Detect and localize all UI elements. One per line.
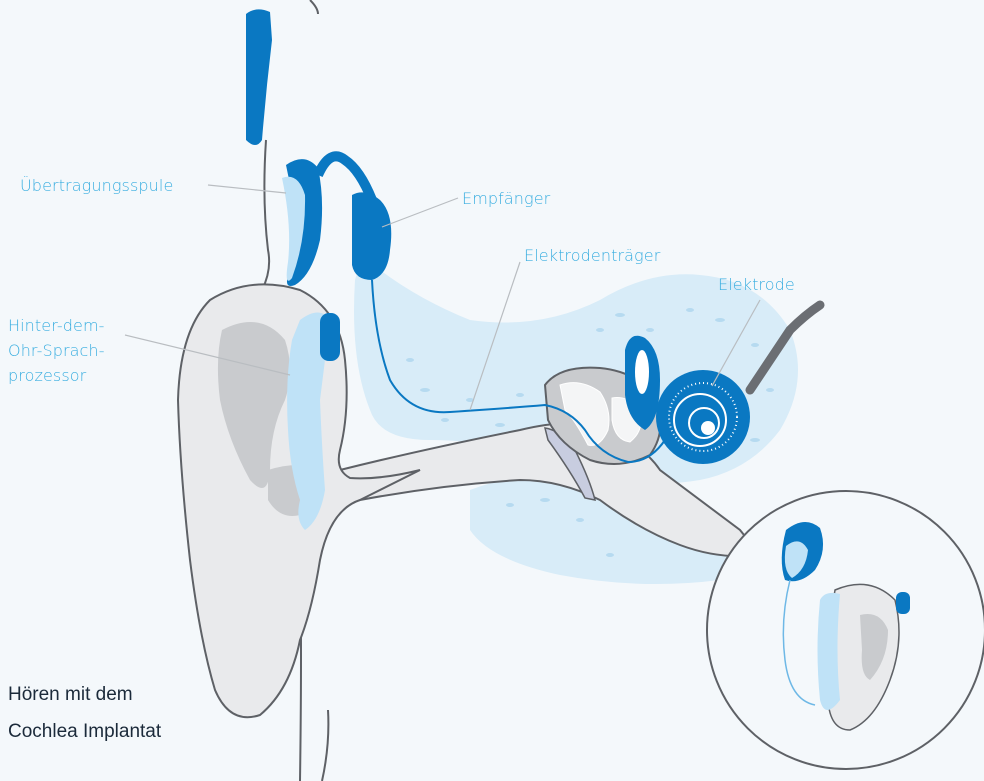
label-electrode: Elektrode [718,275,795,295]
inset-view [707,491,984,769]
label-processor-line2: Ohr-Sprach- [8,341,105,361]
coil-magnet [246,9,272,145]
processor-top [320,313,340,361]
label-processor-line1: Hinter-dem- [8,316,105,336]
label-electrode-carrier: Elektrodenträger [524,246,660,266]
label-processor-line3: prozessor [8,366,86,386]
caption-line2: Cochlea Implantat [8,720,161,744]
label-receiver: Empfänger [462,189,550,209]
caption-line1: Hören mit dem [8,683,133,707]
receiver-body [352,192,391,280]
label-transmitter-coil: Übertragungsspule [20,176,173,196]
